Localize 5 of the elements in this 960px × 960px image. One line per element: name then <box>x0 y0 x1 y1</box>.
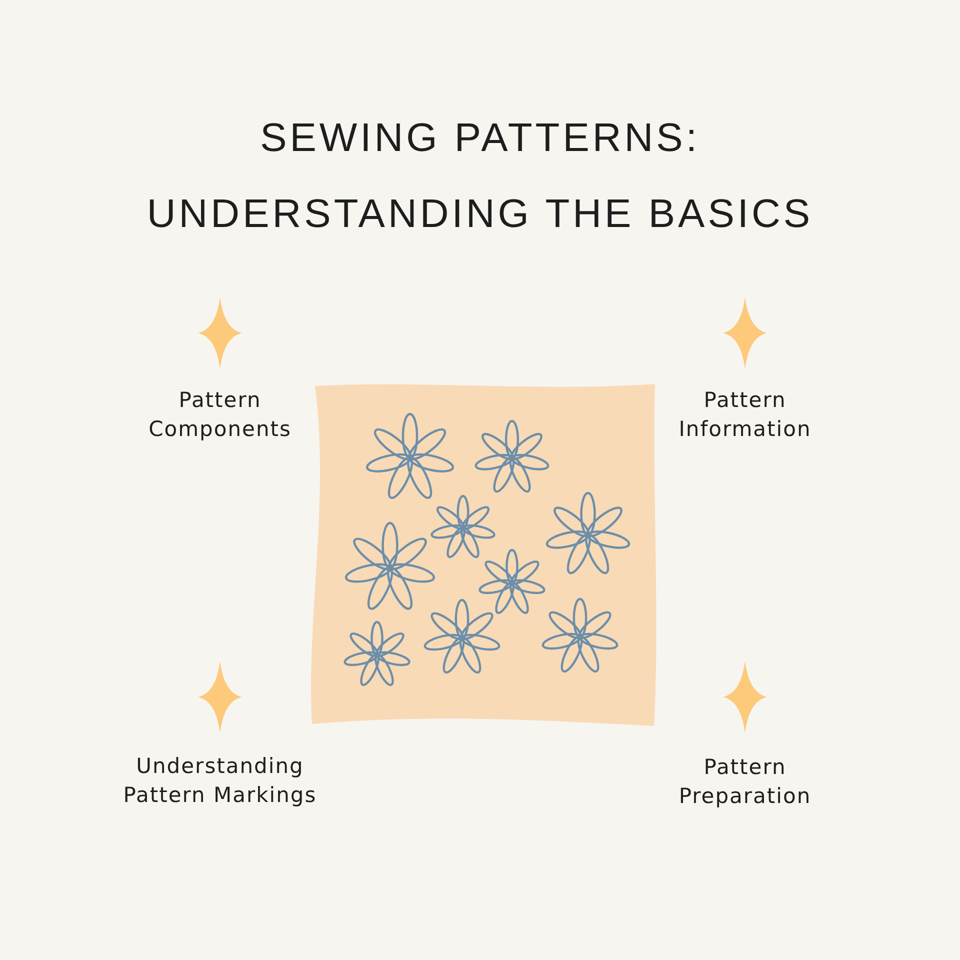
topic-label: Pattern Components <box>148 387 292 443</box>
topic-label: Pattern Preparation <box>678 754 812 810</box>
topic-label: Understanding Pattern Markings <box>122 753 318 809</box>
title: SEWING PATTERNS: UNDERSTANDING THE BASICS <box>146 115 814 238</box>
topic-label: Pattern Information <box>678 387 812 443</box>
